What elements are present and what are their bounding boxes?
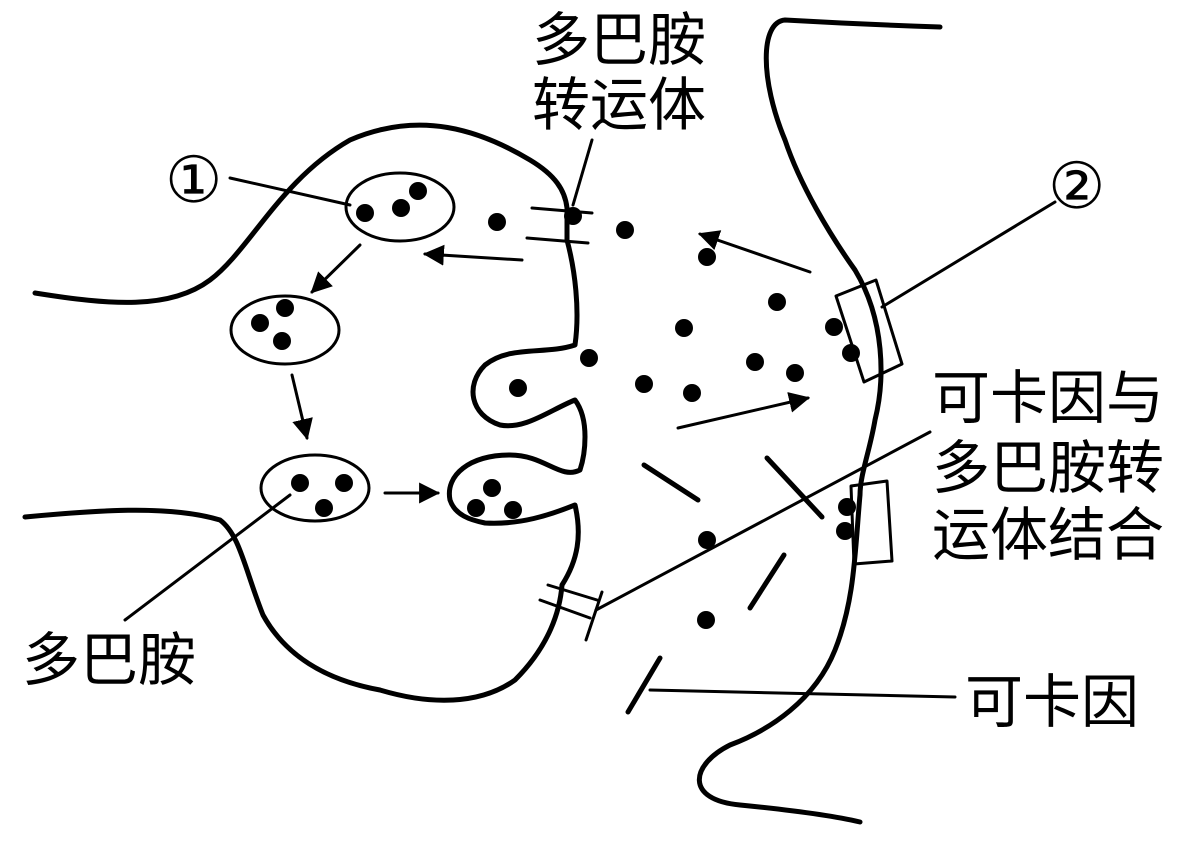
receptor-2 bbox=[825, 280, 902, 382]
dopamine-label: 多巴胺 bbox=[22, 626, 196, 694]
process-arrows bbox=[292, 234, 810, 493]
binding-label-line1: 可卡因与 bbox=[932, 364, 1164, 432]
transporter-label-line1: 多巴胺 bbox=[532, 6, 706, 74]
marker-2: ② bbox=[1048, 150, 1105, 224]
binding-label-line2: 多巴胺转 bbox=[932, 434, 1164, 502]
vesicle-3 bbox=[261, 455, 369, 521]
transporter-label-line2: 转运体 bbox=[532, 71, 706, 139]
vesicle-2 bbox=[231, 296, 339, 364]
marker-1: ① bbox=[165, 144, 222, 218]
vesicle-1 bbox=[346, 173, 454, 241]
postsynaptic-membrane bbox=[699, 20, 940, 822]
dopamine-transporter-top bbox=[527, 207, 592, 243]
receptor-lower bbox=[836, 481, 892, 564]
presynaptic-membrane bbox=[25, 125, 585, 700]
binding-label-line3: 运体结合 bbox=[932, 501, 1164, 569]
cocaine-label: 可卡因 bbox=[965, 668, 1139, 736]
cocaine-molecules bbox=[628, 458, 822, 712]
